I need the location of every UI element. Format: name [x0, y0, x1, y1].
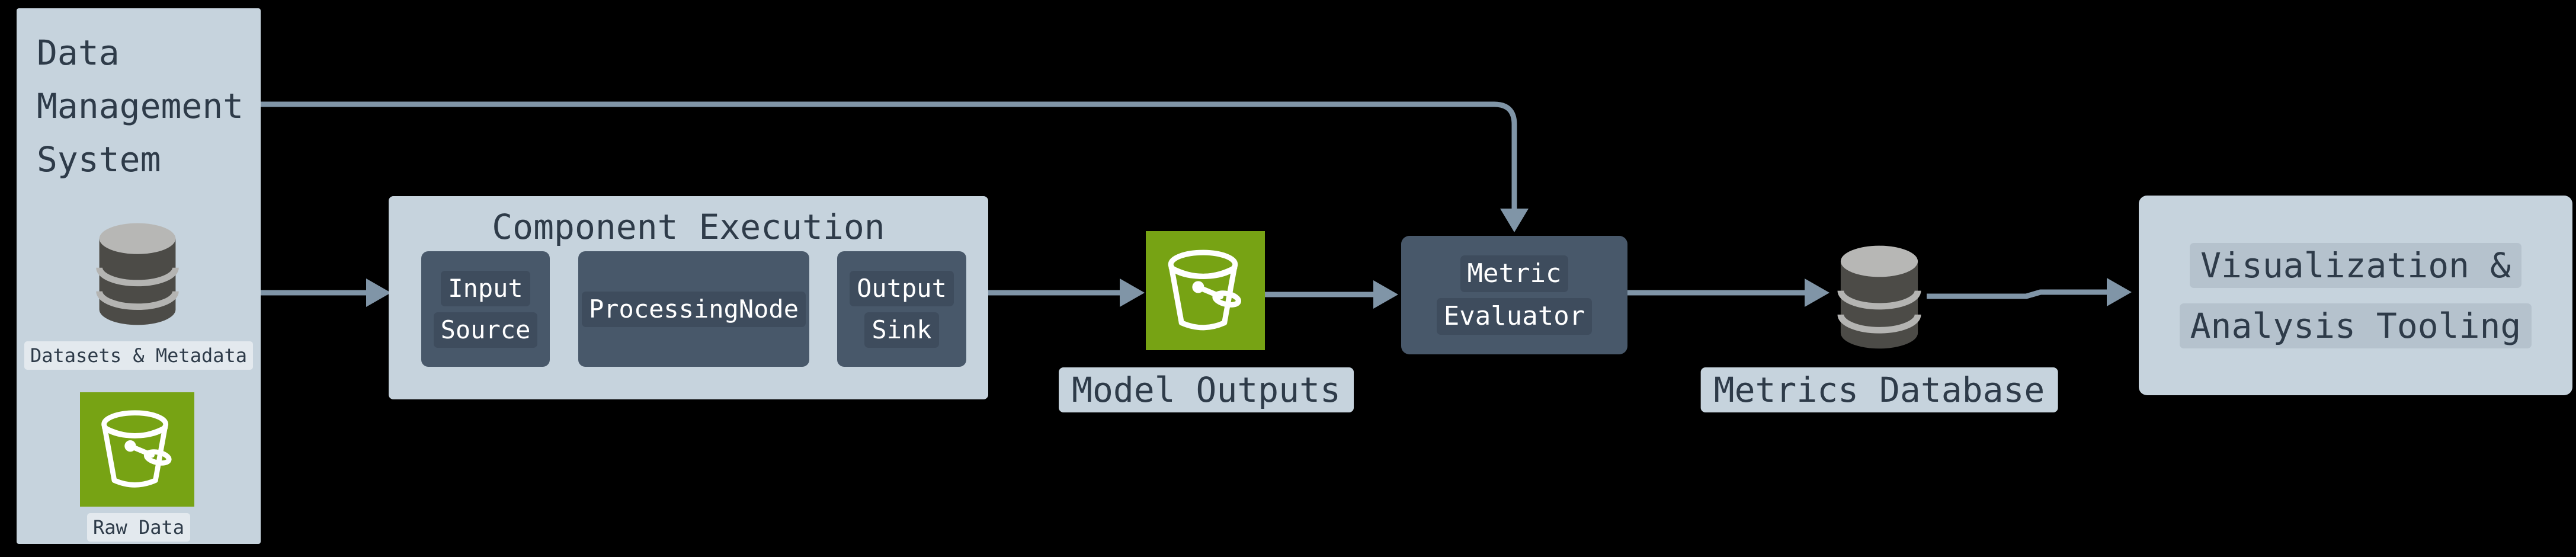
metric-evaluator-label-line: Evaluator [1436, 298, 1593, 335]
raw-data-label: Raw Data [86, 513, 191, 542]
s3-bucket-icon [80, 392, 194, 507]
input-source-label-line: Input [441, 270, 530, 306]
raw-data-caption-row: Raw Data [17, 513, 261, 542]
dms-title: Data Management System [37, 26, 243, 186]
node-input-source: Input Source [421, 251, 550, 367]
datasets-caption-row: Datasets & Metadata [17, 341, 261, 370]
arrow-metrics-database-to-visualization [1927, 278, 2132, 306]
datasets-metadata-label: Datasets & Metadata [24, 341, 254, 370]
metric-evaluator-label-line: Metric [1460, 255, 1569, 292]
node-visualization-analysis-tooling: Visualization & Analysis Tooling [2139, 196, 2572, 395]
visualization-label-line: Analysis Tooling [2179, 303, 2532, 348]
node-processing-node: ProcessingNode [578, 251, 809, 367]
input-source-label-line: Source [433, 312, 538, 348]
processing-node-label: ProcessingNode [581, 291, 806, 327]
component-execution-title: Component Execution [492, 207, 885, 247]
node-component-execution: Component Execution Input Source Process… [389, 196, 988, 399]
database-cylinder-icon [1833, 243, 1925, 353]
node-data-management-system: Data Management System Datasets & Metada… [17, 8, 261, 544]
dms-title-line: Management [37, 86, 244, 126]
arrow-dms-to-component-execution [261, 278, 391, 307]
output-sink-label-line: Sink [864, 312, 939, 348]
arrow-metric-evaluator-to-metrics-database [1627, 278, 1830, 307]
output-sink-label-line: Output [850, 270, 954, 306]
dms-title-line: System [37, 139, 161, 180]
node-metric-evaluator: Metric Evaluator [1401, 236, 1627, 354]
node-output-sink: Output Sink [837, 251, 966, 367]
s3-bucket-icon [1146, 231, 1265, 350]
arrow-model-outputs-to-metric-evaluator [1265, 280, 1398, 309]
arrow-dms-to-metric-evaluator [261, 101, 1529, 232]
database-cylinder-icon [91, 220, 184, 329]
dms-title-line: Data [37, 33, 120, 73]
metrics-database-label: Metrics Database [1700, 367, 2058, 412]
arrow-component-execution-to-model-outputs [988, 278, 1145, 307]
model-outputs-label: Model Outputs [1059, 367, 1354, 412]
visualization-label-line: Visualization & [2190, 242, 2521, 288]
